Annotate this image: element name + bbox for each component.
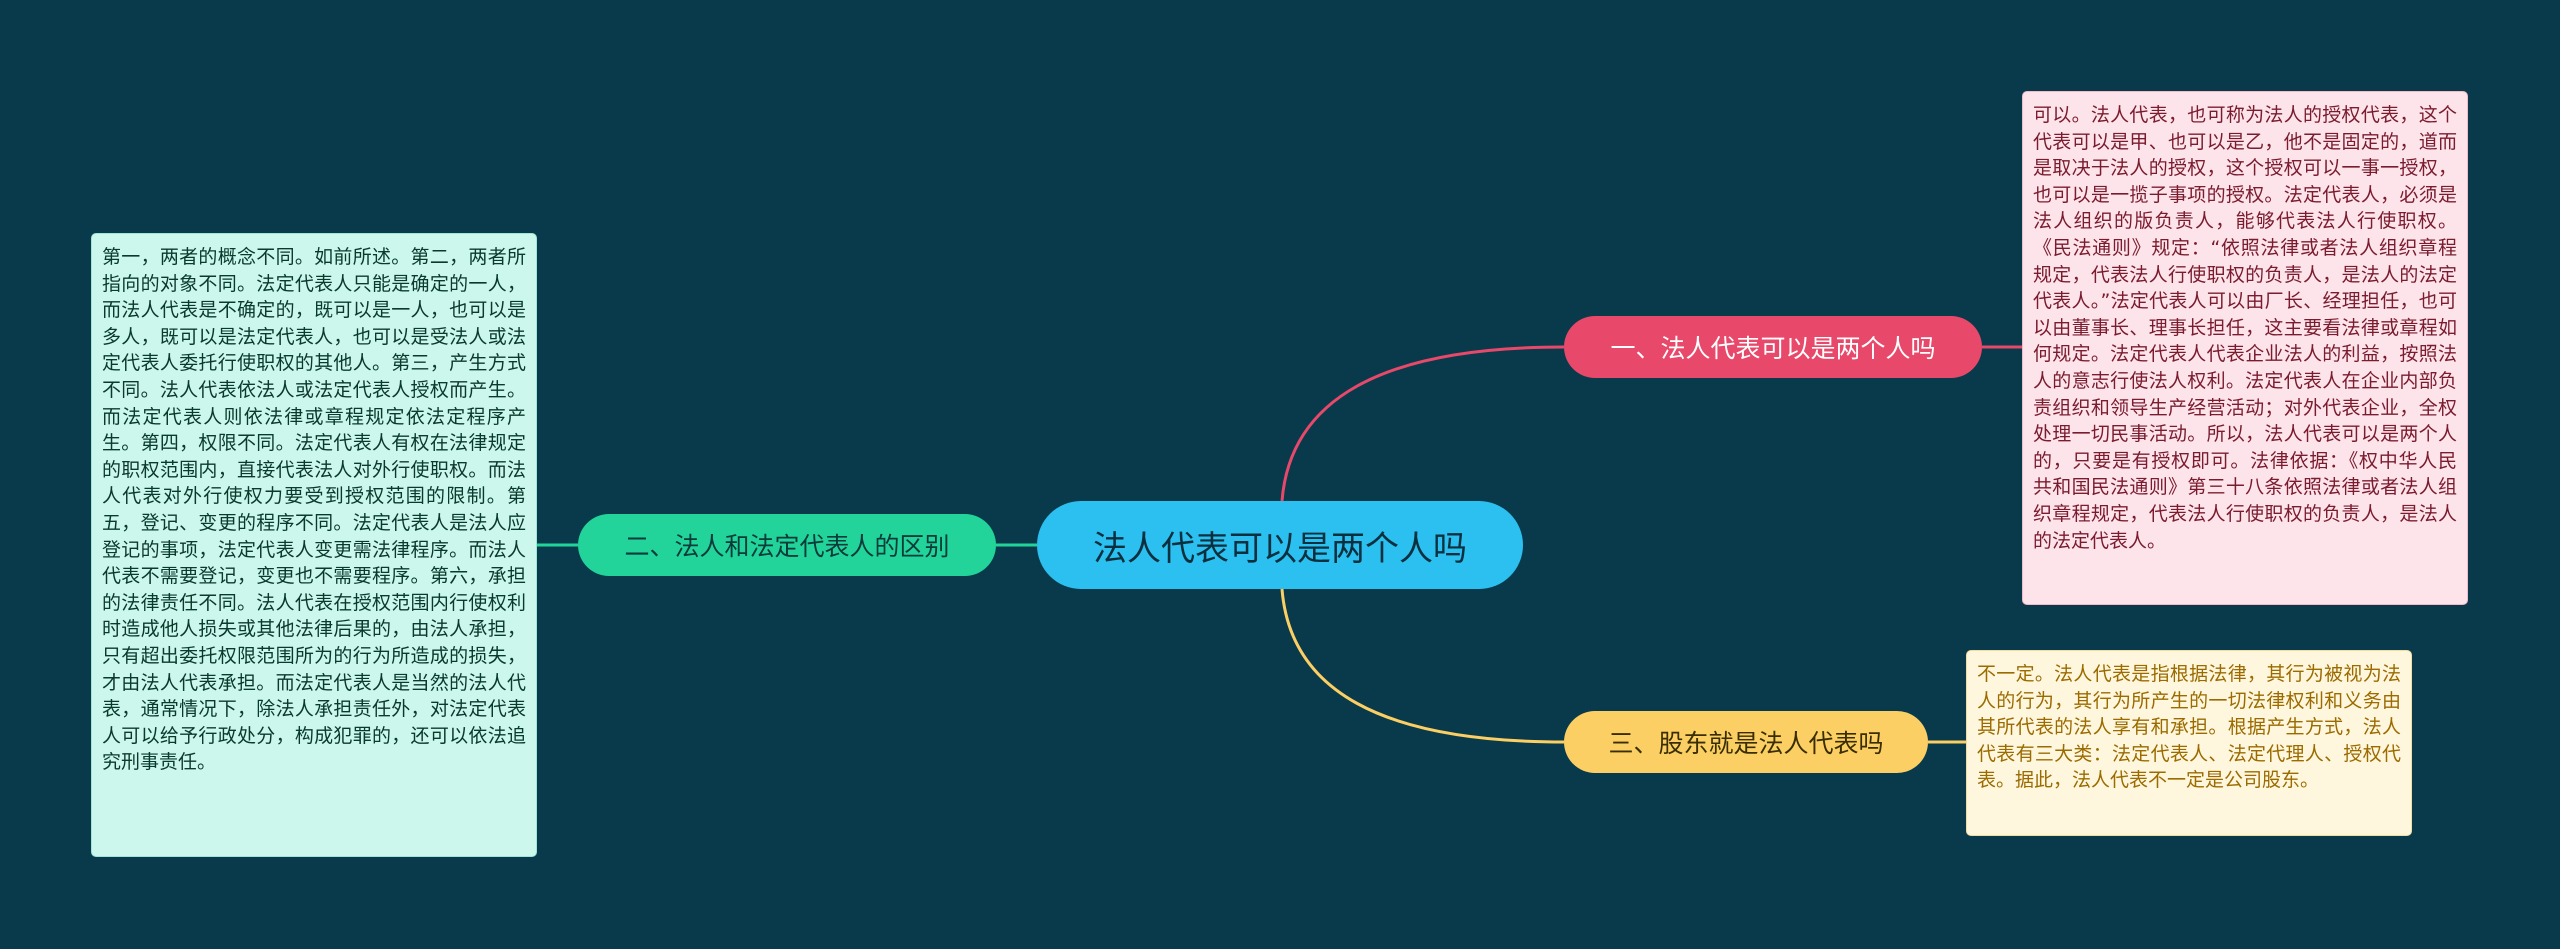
branch-topic-1[interactable]: 一、法人代表可以是两个人吗	[1564, 316, 1982, 378]
branch-topic-2-label: 二、法人和法定代表人的区别	[624, 532, 950, 561]
note-branch-1: 可以。法人代表，也可称为法人的授权代表，这个代表可以是甲、也可以是乙，他不是固定…	[2022, 91, 2468, 605]
note-branch-3: 不一定。法人代表是指根据法律，其行为被视为法人的行为，其行为所产生的一切法律权利…	[1966, 650, 2412, 836]
central-topic[interactable]: 法人代表可以是两个人吗	[1037, 501, 1523, 589]
branch-topic-2[interactable]: 二、法人和法定代表人的区别	[578, 514, 996, 576]
branch-topic-3[interactable]: 三、股东就是法人代表吗	[1564, 711, 1928, 773]
connector-center-branch1	[1280, 345, 1565, 502]
connector-center-branch3	[1280, 588, 1565, 744]
branch-topic-3-label: 三、股东就是法人代表吗	[1608, 729, 1884, 758]
note-branch-2: 第一，两者的概念不同。如前所述。第二，两者所指向的对象不同。法定代表人只能是确定…	[91, 233, 537, 857]
central-topic-label: 法人代表可以是两个人吗	[1093, 528, 1467, 569]
branch-topic-1-label: 一、法人代表可以是两个人吗	[1610, 334, 1936, 363]
